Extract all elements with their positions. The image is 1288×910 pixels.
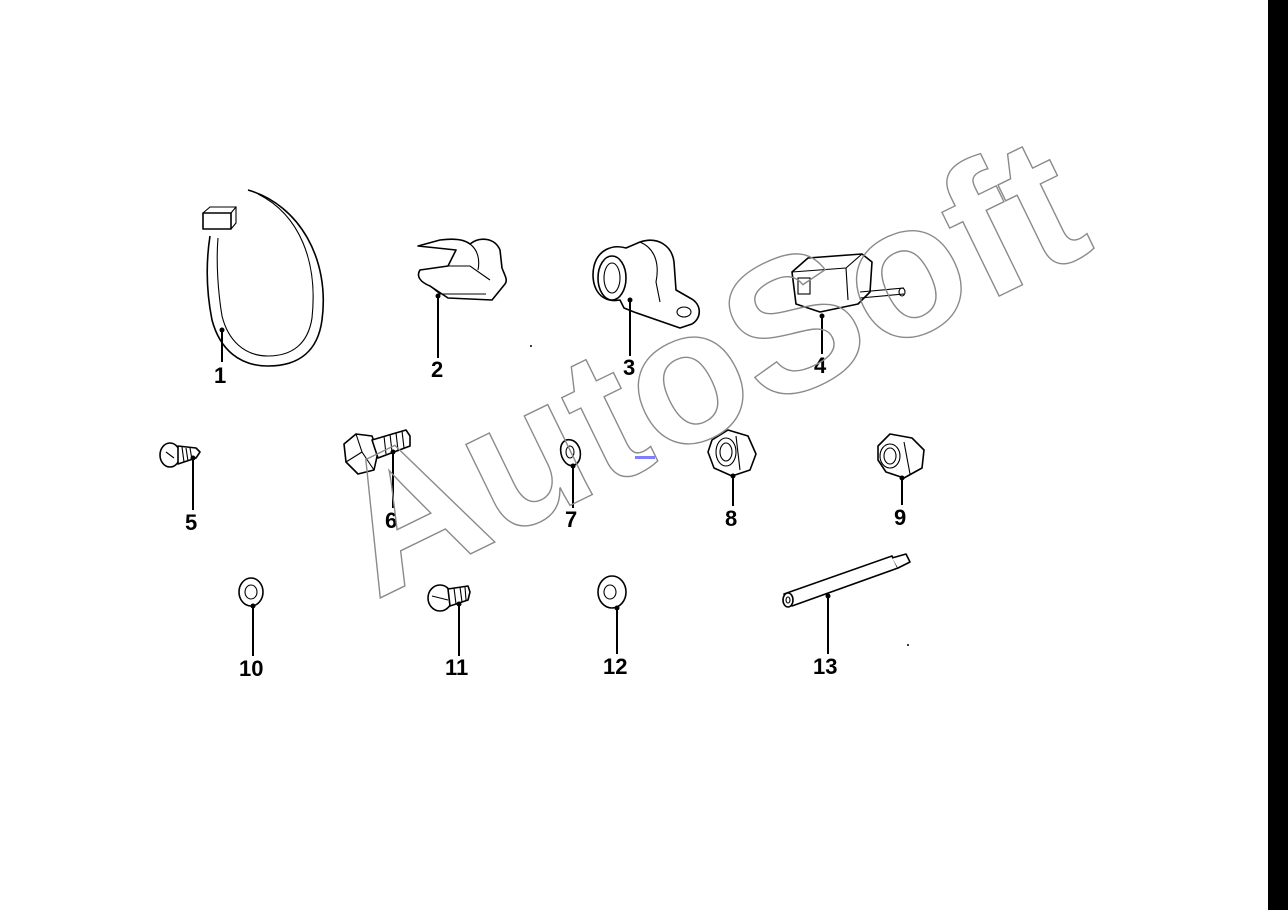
spring-washer-icon[interactable] bbox=[559, 438, 582, 508]
speck bbox=[530, 345, 532, 347]
part-number: 9 bbox=[894, 505, 906, 530]
part-number: 3 bbox=[623, 355, 635, 380]
part-number: 2 bbox=[431, 357, 443, 382]
speck bbox=[907, 644, 909, 646]
right-edge-bar bbox=[1268, 0, 1288, 910]
hex-nut-icon[interactable] bbox=[877, 433, 925, 505]
washer-icon[interactable] bbox=[238, 577, 264, 656]
pipe-clamp-bracket-icon[interactable] bbox=[592, 239, 701, 356]
watermark: AutoSoft bbox=[301, 95, 1115, 637]
part-number: 4 bbox=[814, 353, 827, 378]
part-number: 13 bbox=[813, 654, 837, 679]
part-number: 6 bbox=[385, 508, 397, 533]
hex-bolt-icon[interactable] bbox=[343, 429, 411, 508]
part-number: 8 bbox=[725, 506, 737, 531]
fillister-screw-icon[interactable] bbox=[427, 584, 471, 656]
part-number: 5 bbox=[185, 510, 197, 535]
cable-tie-icon[interactable] bbox=[202, 189, 324, 367]
part-number: 10 bbox=[239, 656, 263, 681]
lock-nut-icon[interactable] bbox=[707, 429, 757, 506]
spacer-sleeve-icon[interactable] bbox=[782, 553, 911, 654]
relay-module-icon[interactable] bbox=[791, 253, 906, 354]
part-number: 11 bbox=[445, 655, 468, 680]
marker bbox=[635, 456, 655, 459]
flat-washer-icon[interactable] bbox=[597, 575, 627, 654]
part-number: 12 bbox=[603, 654, 627, 679]
part-number: 7 bbox=[565, 507, 577, 532]
spring-clip-icon[interactable] bbox=[417, 238, 508, 358]
part-number: 1 bbox=[214, 363, 226, 388]
tapping-screw-icon[interactable] bbox=[159, 442, 201, 510]
